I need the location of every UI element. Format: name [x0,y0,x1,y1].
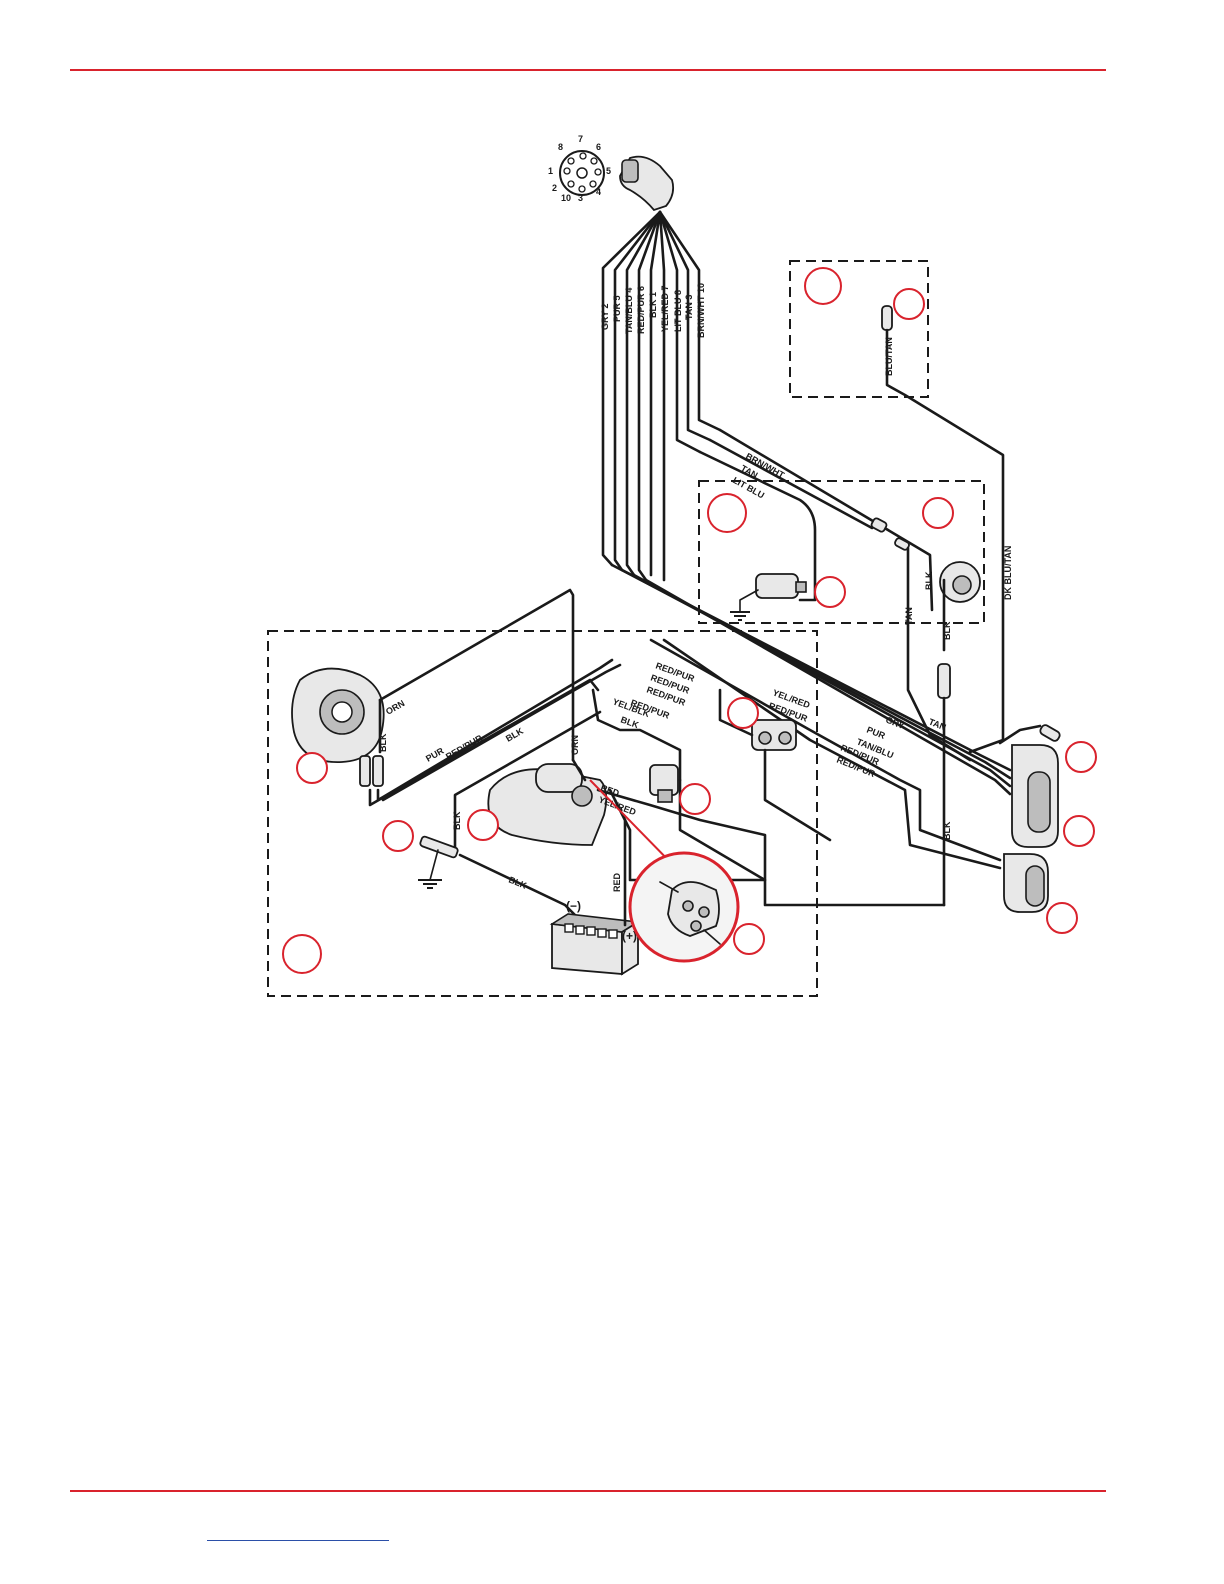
wire-label-blk-4: BLK [507,875,528,891]
harness-plug [619,155,675,212]
footer-rule [70,1490,1106,1492]
harness-label-blk1: BLK 1 [648,292,658,318]
callout-11 [1065,741,1097,773]
pin-4: 4 [596,187,601,197]
slave-solenoid [649,764,679,803]
callout-8 [679,783,711,815]
wire-label-blk-3: BLK [452,811,462,830]
callout-4 [922,497,954,529]
pin-2: 2 [552,183,557,193]
wire-label-redpur-8: RED/PUR [444,733,485,762]
harness-label-pur5: PUR 5 [612,295,622,322]
connector-pinout: 1 2 3 4 5 6 7 8 10 [548,134,611,203]
main-trunk [610,563,1012,870]
trim-sender-box [789,260,929,398]
trim-sender: BLU/TAN DK BLU/TAN [881,305,1013,754]
engine-ground: BLK BLK [418,710,602,917]
alternator-wiring: ORN BLK PUR RED/PUR BLK [368,588,622,807]
callout-3 [707,493,747,533]
callout-5 [814,576,846,608]
temperature-sender: BLK BLK [924,561,981,907]
wire-label-dkblutan: DK BLU/TAN [1003,546,1013,600]
circuit-breaker [718,688,832,842]
battery-negative: (−) [566,899,581,913]
wire-label-pur: PUR [865,725,887,742]
callout-15 [282,934,322,974]
main-harness-plug [998,724,1061,848]
pin-3: 3 [578,193,583,203]
pin-6: 6 [596,142,601,152]
harness-label-brnwht10: BRN/WHT 10 [696,283,706,338]
callouts [282,267,1097,974]
harness-label-gry2: GRY 2 [600,303,610,330]
bullet-connector [870,517,910,551]
alternator [291,667,385,787]
callout-2 [893,288,925,320]
wire-label-blk-a: BLK [924,571,934,590]
harness-label-tan3: TAN 3 [684,295,694,320]
harness-fanout [601,210,722,582]
pin-5: 5 [606,166,611,176]
wire-label-blutan: BLU/TAN [884,337,894,376]
callout-13 [1046,902,1078,934]
solenoid-detail-view [589,779,740,963]
harness-labels: GRY 2 PUR 5 TAN/BLU 4 RED/PUR 6 BLK 1 YE… [600,283,706,338]
wire-label-blk-b: BLK [942,621,952,640]
callout-9 [382,820,414,852]
callout-1 [804,267,842,305]
callout-14 [733,923,765,955]
pin-7: 7 [578,134,583,144]
callout-7 [296,752,328,784]
harness-label-redpur6: RED/PUR 6 [636,286,646,334]
pin-8: 8 [558,142,563,152]
header-rule [70,69,1106,71]
wire-label-orn-2: ORN [570,735,580,755]
wire-label-orn-1: ORN [384,698,406,717]
oil-pressure-sender [730,573,807,621]
harness-label-tanblu4: TAN/BLU 4 [624,288,634,334]
pin-1: 1 [548,166,553,176]
starter-motor [487,763,608,846]
harness-label-yelred7: YEL/RED 7 [660,285,670,332]
engine-components-box [267,630,818,997]
callout-10 [467,809,499,841]
battery: (−) (+) RED [549,788,641,976]
wire-label-blk-alt: BLK [378,733,388,752]
callout-6 [727,697,759,729]
wire-label-blk-5: BLK [942,821,952,840]
wire-label-red-2: RED [612,872,622,892]
battery-positive: (+) [622,929,637,943]
pin-10: 10 [561,193,571,203]
wire-label-blk-mid: BLK [619,714,640,730]
sensor-box [698,480,985,624]
wire-label-tan-v: TAN [904,607,914,625]
footer-link-underline[interactable] [207,1540,389,1541]
harness-label-litblu8: LIT BLU 8 [673,290,683,332]
aux-harness-plug [1003,853,1049,913]
callout-12 [1063,815,1095,847]
